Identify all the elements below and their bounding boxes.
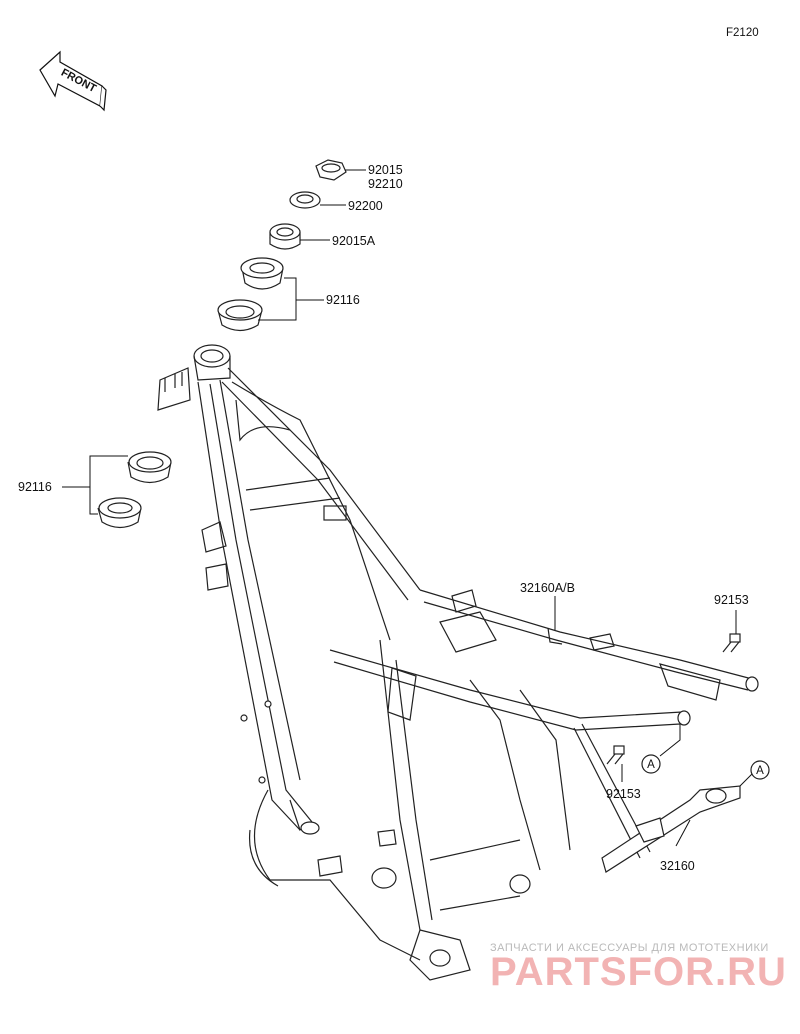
washer-icon xyxy=(289,191,321,209)
steering-stem-nut-icon xyxy=(315,159,347,181)
part-label-92200: 92200 xyxy=(348,199,383,213)
part-label-92116-top: 92116 xyxy=(326,293,360,307)
part-label-92210: 92210 xyxy=(368,177,403,191)
part-label-92015: 92015 xyxy=(368,163,403,177)
front-arrow-icon: FRONT xyxy=(39,50,107,112)
figure-code: F2120 xyxy=(726,27,759,39)
frame-assembly-icon xyxy=(157,344,759,981)
callout-a-stand: A xyxy=(750,760,770,780)
lower-bearing-icon xyxy=(97,497,142,529)
watermark-brand: PARTSFOR.RU xyxy=(490,950,787,994)
lower-race-icon xyxy=(127,451,172,484)
part-label-92153-right: 92153 xyxy=(714,593,749,607)
part-label-32160: 32160 xyxy=(660,859,695,873)
part-label-92015a: 92015A xyxy=(332,234,376,248)
bolt-right-icon xyxy=(722,633,741,653)
leader-lines xyxy=(62,169,757,847)
part-label-92153-lower: 92153 xyxy=(606,787,641,801)
upper-race-icon xyxy=(217,299,263,332)
watermark-tagline: ЗАПЧАСТИ И АКСЕССУАРЫ ДЛЯ МОТОТЕХНИКИ xyxy=(490,942,769,954)
lock-nut-icon xyxy=(269,223,301,250)
part-label-92116-left: 92116 xyxy=(18,480,52,494)
side-stand-icon xyxy=(601,785,741,873)
bolt-lower-icon xyxy=(606,745,625,765)
part-label-32160ab: 32160A/B xyxy=(520,581,575,595)
svg-text:A: A xyxy=(756,765,764,777)
callout-a-frame: A xyxy=(641,754,661,774)
upper-bearing-icon xyxy=(240,257,284,290)
svg-text:A: A xyxy=(647,759,655,771)
